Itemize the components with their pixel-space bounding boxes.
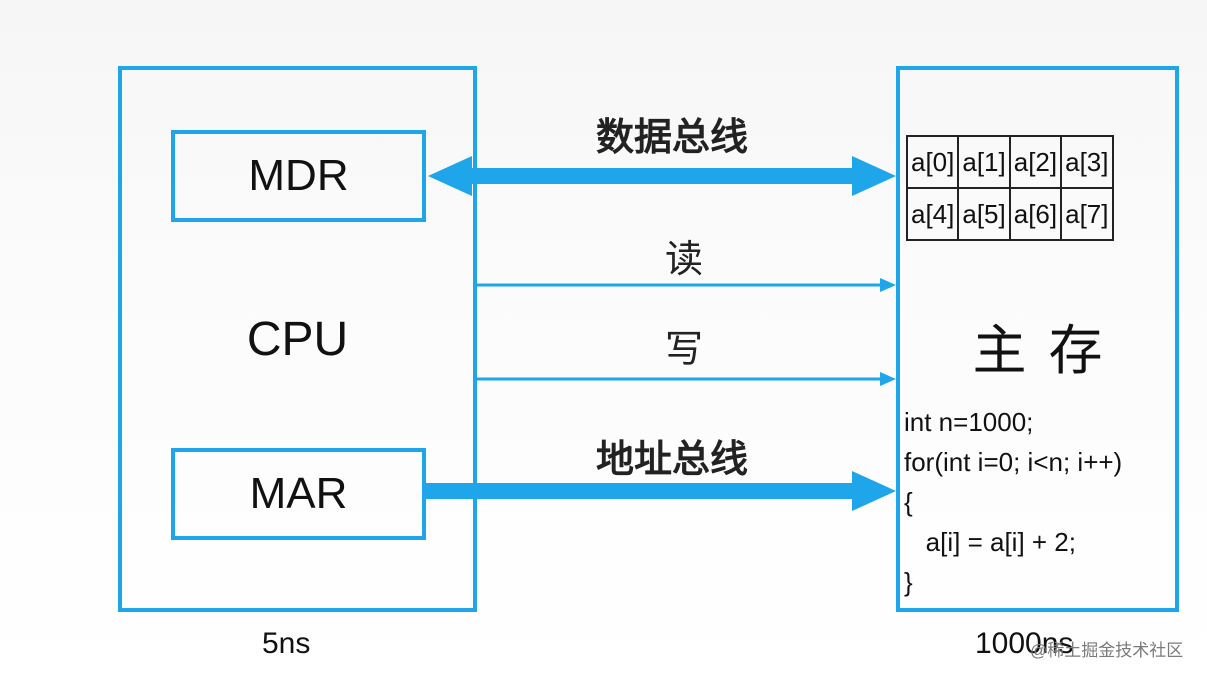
main-memory-label: 主存 <box>972 319 1125 382</box>
code-snippet: int n=1000; for(int i=0; i<n; i++) { a[i] … <box>904 402 1122 602</box>
memory-cell: a[5] <box>957 187 1011 241</box>
data-bus-label: 数据总线 <box>596 115 749 159</box>
memory-cell: a[4] <box>905 187 960 241</box>
memory-cell: a[2] <box>1008 135 1063 189</box>
write-label: 写 <box>665 327 704 371</box>
code-line: a[i] = a[i] + 2; <box>904 527 1076 557</box>
memory-array-grid: a[0] a[1] a[2] a[3] a[4] a[5] a[6] a[7] <box>905 135 1114 241</box>
mdr-label: MDR <box>248 151 349 200</box>
read-label: 读 <box>665 237 704 281</box>
code-line: { <box>904 487 913 517</box>
cpu-block <box>118 66 477 612</box>
data-bus-arrow <box>428 156 896 196</box>
mar-register: MAR <box>171 448 426 540</box>
read-signal-arrow <box>477 278 896 292</box>
memory-cell: a[0] <box>905 135 960 189</box>
cpu-timing-label: 5ns <box>262 627 311 660</box>
cpu-label: CPU <box>246 313 349 366</box>
mar-label: MAR <box>249 469 348 518</box>
write-signal-arrow <box>477 372 896 386</box>
memory-timing-label: 1000ns <box>975 627 1074 660</box>
watermark-text: @稀土掘金技术社区 <box>1030 641 1184 660</box>
memory-row: a[4] a[5] a[6] a[7] <box>905 187 1114 241</box>
mdr-register: MDR <box>171 130 426 222</box>
memory-cell: a[7] <box>1060 187 1114 241</box>
code-line: for(int i=0; i<n; i++) <box>904 447 1123 477</box>
memory-cell: a[3] <box>1060 135 1114 189</box>
code-line: } <box>904 567 913 597</box>
main-memory-block <box>896 66 1179 612</box>
memory-cell: a[6] <box>1008 187 1063 241</box>
address-bus-label: 地址总线 <box>596 437 749 481</box>
memory-cell: a[1] <box>957 135 1011 189</box>
memory-row: a[0] a[1] a[2] a[3] <box>905 135 1114 189</box>
address-bus-arrow <box>426 471 896 511</box>
code-line: int n=1000; <box>904 407 1034 437</box>
